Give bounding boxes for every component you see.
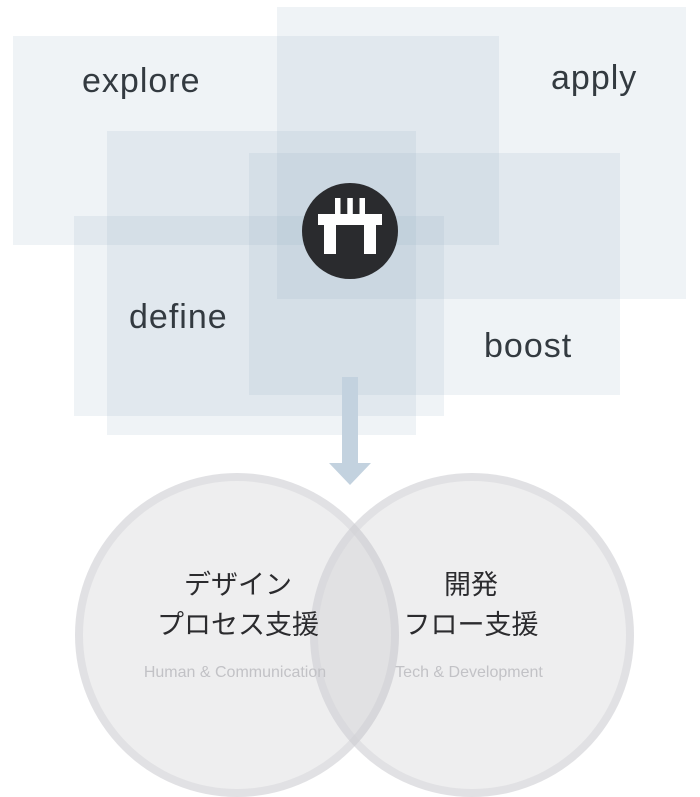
center-panel xyxy=(107,131,416,435)
development-support-subtitle: Tech & Development xyxy=(395,664,543,681)
boost-label: boost xyxy=(484,327,573,365)
development-support-line2: フロー支援 xyxy=(403,610,539,641)
development-support-title: 開発 フロー支援 xyxy=(366,566,576,646)
design-support-line2: プロセス支援 xyxy=(157,610,319,641)
design-support-subtitle: Human & Communication xyxy=(143,664,327,681)
define-label: define xyxy=(129,298,228,336)
explore-label: explore xyxy=(82,62,201,100)
apply-label: apply xyxy=(551,59,638,97)
explore-panel xyxy=(13,36,499,245)
boost-panel xyxy=(249,153,620,395)
gate-logo-icon xyxy=(302,183,398,279)
arrow-down-icon xyxy=(329,377,371,485)
design-support-title: デザイン プロセス支援 xyxy=(133,566,343,646)
development-support-line1: 開発 xyxy=(444,570,498,601)
design-support-line1: デザイン xyxy=(184,570,292,601)
